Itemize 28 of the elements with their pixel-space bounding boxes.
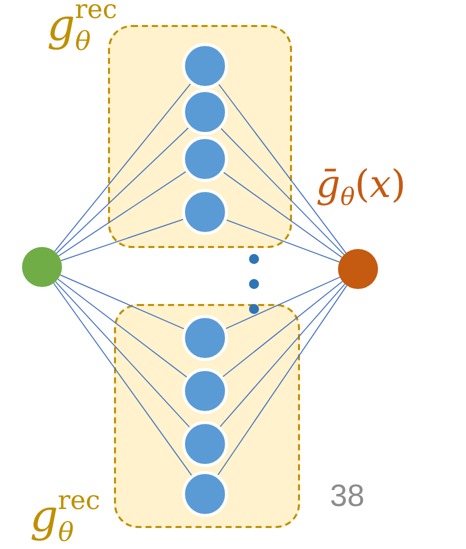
connection-line [220, 128, 345, 256]
neuron-circle [182, 188, 228, 234]
connection-line [223, 172, 342, 258]
connection-line [55, 281, 190, 428]
connection-line [60, 274, 184, 330]
output-node-circle [338, 249, 378, 289]
connection-line [60, 218, 184, 262]
neuron-circle [182, 470, 228, 516]
connection-line [218, 84, 346, 254]
neuron-circle [182, 420, 228, 466]
connection-line [57, 278, 188, 378]
connection-line [226, 220, 340, 263]
neuron-circle [182, 314, 228, 360]
neuron-circle [182, 88, 228, 134]
neuron-circle [182, 136, 228, 182]
output-label: ḡ$_{θ}$(x) [316, 165, 406, 209]
connection-line [220, 284, 346, 428]
connection-line [58, 171, 186, 256]
input-node-circle [22, 247, 62, 287]
connection-line [217, 285, 348, 476]
connection-line [53, 282, 192, 476]
connection-line [54, 83, 192, 252]
page-number: 38 [330, 480, 364, 511]
connection-line [225, 276, 340, 330]
connection-line [56, 127, 189, 254]
connection-line [222, 280, 343, 378]
neuron-circle [182, 368, 228, 414]
neuron-circle [182, 42, 228, 88]
